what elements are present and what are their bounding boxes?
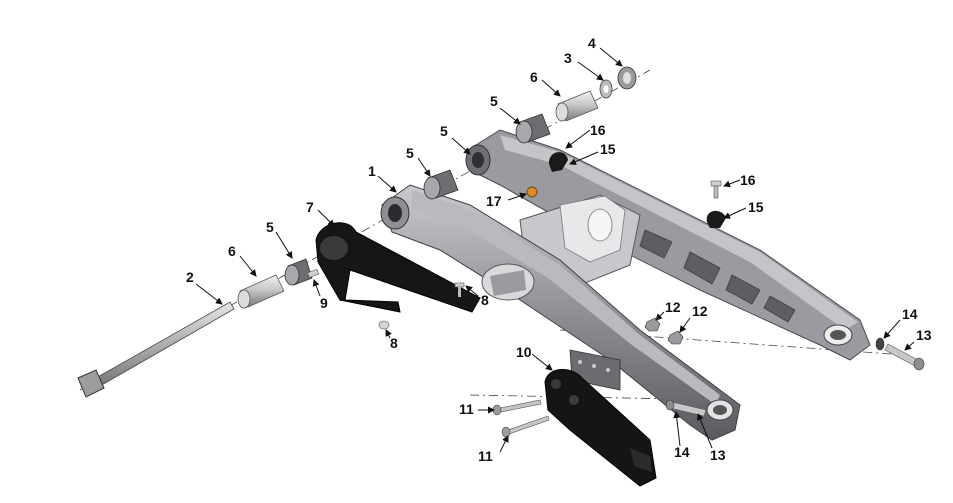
callout-5-mid: 5 [406,145,414,161]
callout-16-right: 16 [740,172,756,188]
callout-13-lower: 13 [710,447,726,463]
bushing-mid [423,169,459,200]
callout-14-lower: 14 [674,444,690,460]
callout-14-right: 14 [902,306,918,322]
grease-fitting [526,186,538,198]
callout-5-upper: 5 [490,93,498,109]
callout-3: 3 [564,50,572,66]
swingarm [380,129,871,441]
adjuster-washer-right [875,337,885,351]
nut-part-12b [667,330,684,345]
hose-clip-right [706,210,726,228]
nut-part-12a [644,317,661,332]
bolt-part-11-lower [501,415,550,438]
bushing-upper [515,113,551,144]
callout-11-lower: 11 [478,448,493,464]
callout-6-left: 6 [228,243,236,259]
callout-10: 10 [516,344,532,360]
callout-8-lower: 8 [390,335,398,351]
callout-6-upper: 6 [530,69,538,85]
callouts: 1 2 3 4 5 5 5 5 6 6 7 8 8 9 10 11 11 [186,35,932,464]
screw-part-8a [454,282,465,297]
callout-1: 1 [368,163,376,179]
callout-16-upper: 16 [590,122,606,138]
callout-13-right: 13 [916,327,932,343]
spacer-left [237,274,285,309]
callout-15-right: 15 [748,199,764,215]
callout-4: 4 [588,35,596,51]
clip-screw-right [710,180,722,199]
screw-part-9 [307,269,320,278]
washer [599,79,613,99]
callout-5-left: 5 [266,219,274,235]
bushing-left [284,258,313,286]
callout-2: 2 [186,269,194,285]
spacer-upper [555,90,599,122]
callout-9: 9 [320,295,328,311]
hose-clip-upper [548,152,568,172]
screw-part-8b [378,320,390,330]
pivot-bolt [77,301,235,398]
callout-7: 7 [306,199,314,215]
bolt-part-11-upper [492,399,542,416]
callout-15-upper: 15 [600,141,616,157]
end-cap [617,66,637,90]
chain-slider [544,369,657,487]
callout-17: 17 [486,193,502,209]
adjuster-bolt-left [665,399,707,417]
callout-11-upper: 11 [459,401,474,417]
callout-8-right: 8 [481,292,489,308]
callout-12-left: 12 [665,299,681,315]
callout-5-arm: 5 [440,123,448,139]
chain-guard [315,222,481,313]
adjuster-bolt-right [884,343,925,371]
callout-12-right: 12 [692,303,708,319]
